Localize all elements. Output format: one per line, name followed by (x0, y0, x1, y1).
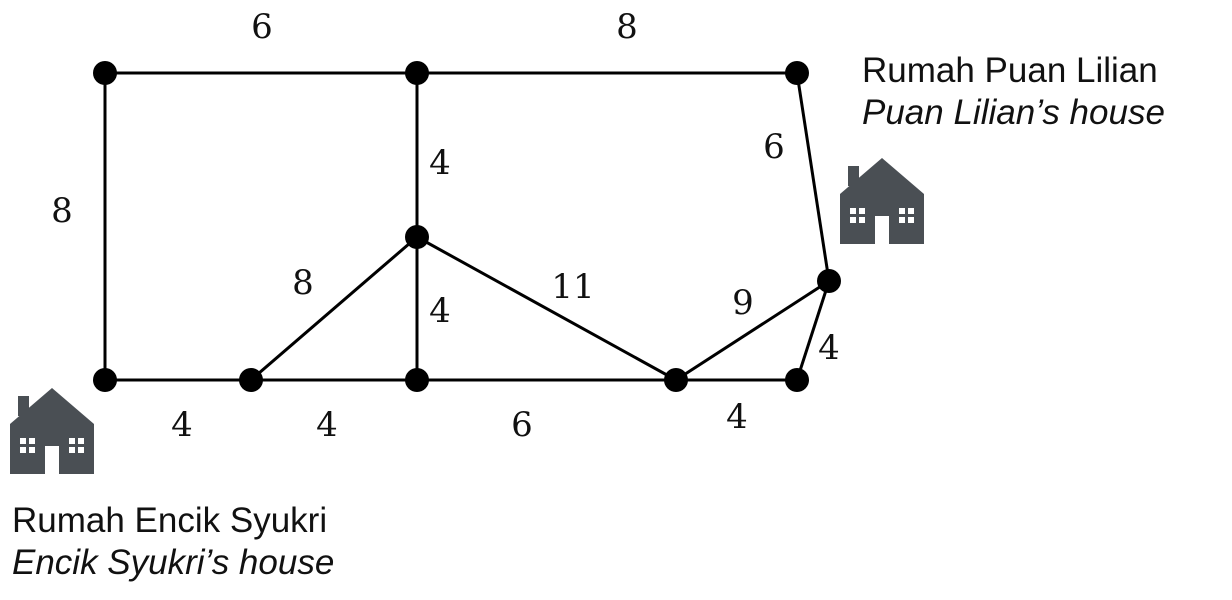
node-B5 (785, 368, 809, 392)
syukri-house-caption: Rumah Encik Syukri Encik Syukri’s house (12, 500, 334, 584)
house-door (45, 446, 59, 474)
house-windows (850, 208, 914, 223)
edge-weight-label: 4 (429, 143, 451, 183)
edge-weight-label: 4 (818, 328, 840, 368)
house-chimney (848, 166, 859, 186)
edge-weight-label: 6 (763, 127, 785, 167)
edge-C-B4 (416, 235, 677, 382)
syukri-house-name-en: Encik Syukri’s house (12, 543, 335, 582)
edge-weight-label: 4 (316, 405, 338, 445)
weight-labels-layer: 6 8 8 4 6 8 4 11 9 4 4 4 6 4 (51, 7, 840, 445)
node-B2 (239, 368, 263, 392)
node-TM (405, 61, 429, 85)
node-BL (93, 368, 117, 392)
node-B4 (664, 368, 688, 392)
node-B3 (405, 368, 429, 392)
house-icon (10, 388, 94, 474)
edge-C-B2 (250, 235, 418, 382)
nodes-layer (93, 61, 841, 392)
lilian-house-name-en: Puan Lilian’s house (862, 93, 1165, 132)
edge-weight-label: 6 (251, 7, 273, 47)
edge-weight-label: 8 (292, 263, 314, 303)
node-R (817, 269, 841, 293)
edge-weight-label: 8 (51, 191, 73, 231)
house-roof (840, 158, 924, 194)
edge-weight-label: 9 (732, 283, 754, 323)
edge-weight-label: 8 (616, 7, 638, 47)
house-icon (840, 158, 924, 244)
edge-weight-label: 4 (171, 405, 193, 445)
lilian-house-name-ms: Rumah Puan Lilian (862, 51, 1158, 90)
edges-layer (103, 71, 831, 382)
edge-weight-label: 4 (726, 397, 748, 437)
edge-B4-R (675, 279, 830, 382)
syukri-house-name-ms: Rumah Encik Syukri (12, 501, 328, 540)
node-C (405, 225, 429, 249)
edge-weight-label: 6 (511, 405, 533, 445)
node-TR (785, 61, 809, 85)
house-roof (10, 388, 94, 424)
edge-B5-R (795, 280, 831, 381)
node-TL (93, 61, 117, 85)
edge-TR-R (795, 72, 831, 282)
house-windows (20, 438, 84, 453)
edge-weight-label: 4 (429, 291, 451, 331)
house-door (875, 216, 889, 244)
house-chimney (18, 396, 29, 416)
edge-weight-label: 11 (551, 267, 594, 307)
lilian-house-caption: Rumah Puan Lilian Puan Lilian’s house (862, 50, 1165, 134)
